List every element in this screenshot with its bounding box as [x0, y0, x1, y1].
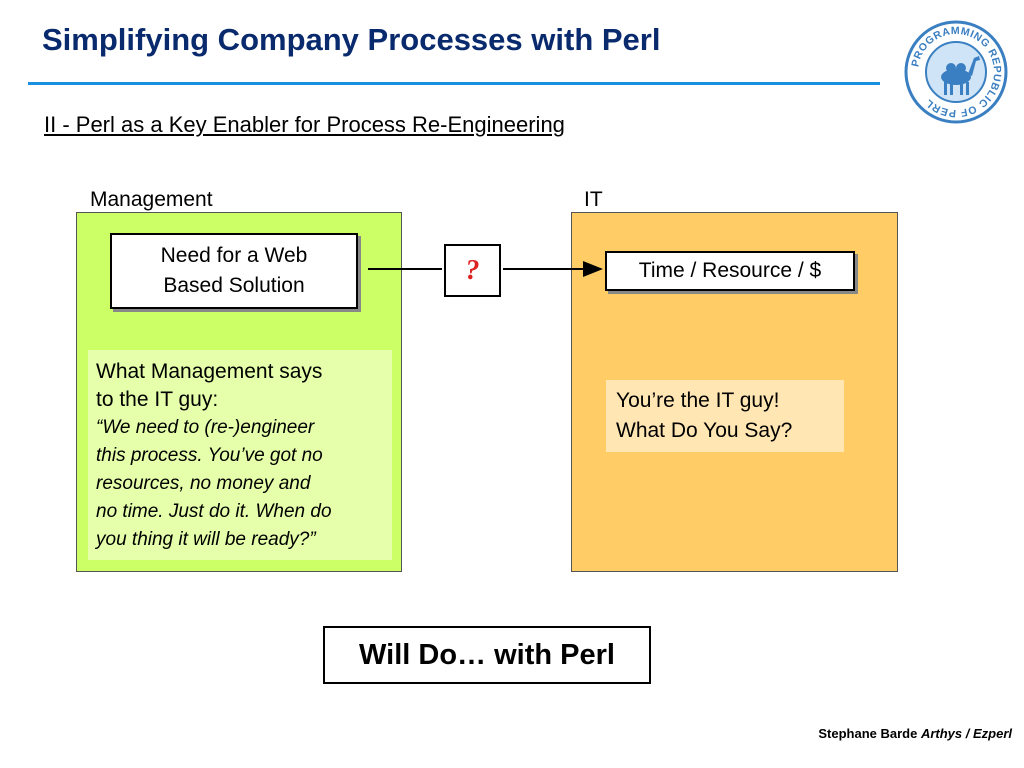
need-web-solution-box: Need for a Web Based Solution	[110, 233, 358, 309]
slide-title: Simplifying Company Processes with Perl	[42, 22, 661, 57]
need-line-2: Based Solution	[163, 274, 305, 297]
footer-credit: Stephane Barde Arthys / Ezperl	[818, 726, 1012, 741]
management-quote-line: “We need to (re-)engineer	[96, 417, 315, 438]
management-quote-line: no time. Just do it. When do	[96, 501, 332, 522]
management-says-line-2: to the IT guy:	[96, 388, 219, 411]
question-box: ?	[444, 244, 501, 297]
it-column-label: IT	[584, 188, 603, 211]
footer-company: Arthys / Ezperl	[920, 726, 1012, 741]
it-guy-note: You’re the IT guy! What Do You Say?	[606, 380, 844, 452]
management-quote: “We need to (re-)engineer this process. …	[96, 414, 384, 554]
management-says-line-1: What Management says	[96, 360, 323, 383]
management-quote-line: resources, no money and	[96, 473, 311, 494]
management-column-label: Management	[90, 188, 213, 211]
slide-subtitle: II - Perl as a Key Enabler for Process R…	[44, 112, 565, 137]
management-quote-line: you thing it will be ready?”	[96, 529, 316, 550]
it-guy-line-2: What Do You Say?	[616, 419, 793, 442]
title-divider	[28, 82, 880, 85]
conclusion-box: Will Do… with Perl	[323, 626, 651, 684]
time-resource-box: Time / Resource / $	[605, 251, 855, 291]
footer-author: Stephane Barde	[818, 726, 918, 741]
need-line-1: Need for a Web	[160, 244, 308, 267]
management-says-note: What Management says to the IT guy: “We …	[88, 350, 392, 560]
it-guy-line-1: You’re the IT guy!	[616, 389, 780, 412]
management-quote-line: this process. You’ve got no	[96, 445, 323, 466]
perl-republic-logo: PROGRAMMING REPUBLIC OF PERL	[904, 20, 1008, 124]
camel-icon	[941, 56, 980, 95]
